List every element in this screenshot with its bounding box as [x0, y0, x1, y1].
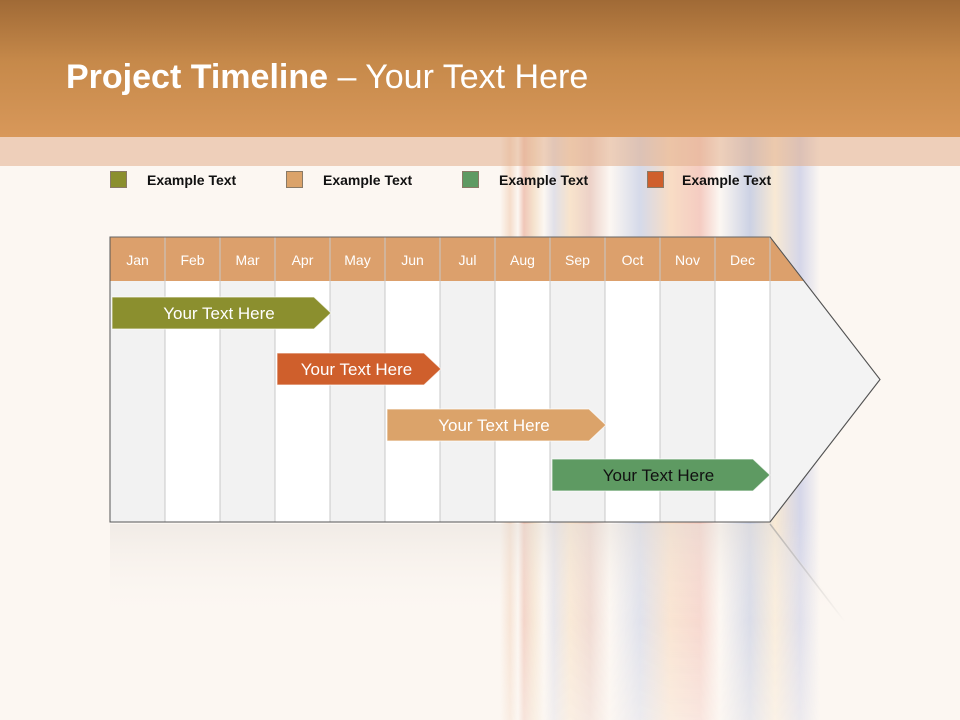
month-label: Jun — [401, 252, 424, 268]
timeline-reflection — [110, 524, 850, 622]
legend-label-3: Example Text — [499, 172, 589, 188]
month-column — [495, 281, 550, 522]
month-label: May — [344, 252, 370, 268]
month-label: Sep — [565, 252, 590, 268]
legend-swatch-1 — [110, 171, 127, 188]
month-label: Jul — [459, 252, 477, 268]
month-label: Mar — [235, 252, 259, 268]
task-bar — [276, 352, 442, 386]
title-rest: – Your Text Here — [328, 58, 589, 96]
page-title: Project Timeline – Your Text Here — [66, 58, 588, 97]
month-label: Feb — [180, 252, 204, 268]
month-column — [440, 281, 495, 522]
month-label: Apr — [292, 252, 314, 268]
task-label: Your Text Here — [438, 416, 550, 435]
legend-swatch-3 — [462, 171, 479, 188]
month-label: Dec — [730, 252, 755, 268]
task-bar — [551, 458, 771, 492]
month-label: Nov — [675, 252, 700, 268]
month-header-band — [110, 237, 804, 281]
legend-label-2: Example Text — [323, 172, 413, 188]
task-label: Your Text Here — [163, 304, 275, 323]
task-bar — [386, 408, 607, 442]
task-bar — [111, 296, 332, 330]
month-label: Oct — [622, 252, 644, 268]
header-bar — [0, 0, 960, 137]
task-label: Your Text Here — [301, 360, 413, 379]
title-bold: Project Timeline — [66, 58, 329, 96]
task-label: Your Text Here — [603, 466, 715, 485]
header-band — [0, 137, 960, 166]
month-column — [330, 281, 385, 522]
month-column — [385, 281, 440, 522]
legend-swatch-4 — [647, 171, 664, 188]
legend-label-4: Example Text — [682, 172, 772, 188]
month-label: Aug — [510, 252, 535, 268]
legend-swatch-2 — [286, 171, 303, 188]
legend-label-1: Example Text — [147, 172, 237, 188]
reflection-right-edge — [769, 523, 846, 623]
month-label: Jan — [126, 252, 149, 268]
